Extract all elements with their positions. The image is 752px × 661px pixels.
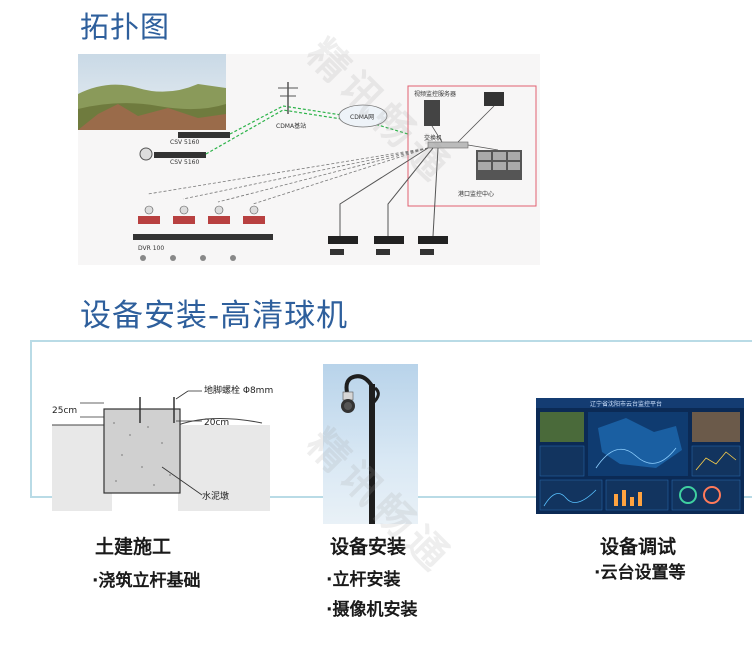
screen-title: 辽宁省沈阳市云台监控平台 [590, 400, 662, 408]
step-item-pour-foundation: ·浇筑立杆基础 [92, 571, 201, 591]
step-title-debug: 设备调试 [600, 536, 677, 558]
server-label: 视频监控服务器 [414, 90, 456, 98]
dvr-label: DVR 100 [138, 245, 164, 252]
center-label: 港口监控中心 [458, 190, 494, 198]
step-title-civil: 土建施工 [95, 536, 172, 558]
dvr-row: DVR 100 [133, 205, 273, 261]
switch-label: 交换机 [424, 134, 442, 142]
csv-label-1: CSV 5160 [170, 139, 199, 146]
step-item-pole-install: ·立杆安装 [326, 570, 401, 590]
dim-right-label: 20cm [204, 418, 229, 428]
civil-construction-diagram: 地脚螺栓 Φ8mm 25cm 20cm 水泥墩 [52, 383, 273, 511]
step-title-install: 设备安装 [330, 536, 407, 558]
cdma-net-label: CDMA网 [350, 114, 374, 121]
cement-label: 水泥墩 [202, 490, 229, 502]
bolt-label: 地脚螺栓 Φ8mm [204, 384, 273, 396]
step-item-ptz-settings: ·云台设置等 [594, 563, 686, 583]
section-title-topology: 拓扑图 [80, 10, 171, 44]
platform-screenshot: 辽宁省沈阳市云台监控平台 [536, 398, 744, 514]
topology-diagram: CSV 5160 CSV 5160 CDMA基站 CDMA网 视频监控服务器 交… [78, 54, 540, 265]
dim-left-label: 25cm [52, 406, 77, 416]
pole-camera-photo [323, 364, 418, 524]
csv-label-2: CSV 5160 [170, 159, 199, 166]
frame-top-line [30, 340, 752, 342]
section-title-installation: 设备安装-高清球机 [80, 298, 349, 334]
frame-left-line [30, 340, 32, 498]
step-item-camera-install: ·摄像机安装 [326, 600, 418, 620]
cdma-base-label: CDMA基站 [276, 122, 306, 130]
